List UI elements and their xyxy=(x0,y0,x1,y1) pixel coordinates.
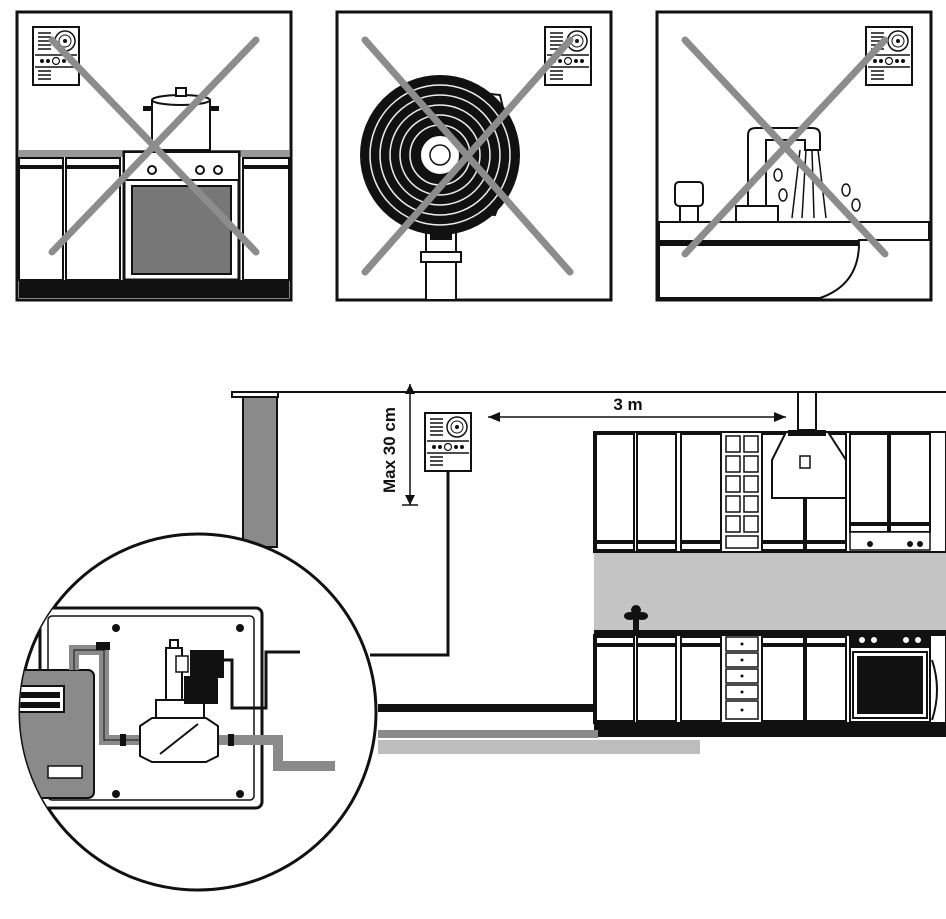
oven-icon xyxy=(849,631,938,723)
range-hood-icon xyxy=(771,391,847,499)
prohibited-cross-icon xyxy=(361,36,574,276)
gas-detector-icon xyxy=(424,412,472,472)
kitchen-scene: Max 30 cm 3 m xyxy=(231,384,946,754)
solenoid-valve-icon xyxy=(139,639,224,763)
height-label: Max 30 cm xyxy=(380,407,399,493)
valve-detail-magnifier xyxy=(18,532,378,892)
kitchen-tap-icon xyxy=(624,605,648,632)
gas-meter-icon xyxy=(20,669,95,799)
panel-fan xyxy=(335,10,613,302)
prohibited-cross-icon xyxy=(681,36,889,258)
distance-label: 3 m xyxy=(613,395,642,414)
panel-sink xyxy=(655,10,933,302)
cooking-pot-icon xyxy=(143,87,219,151)
prohibited-cross-icon xyxy=(48,36,260,256)
electric-fan-icon xyxy=(360,75,520,235)
panel-stove xyxy=(15,10,293,302)
water-tap-icon xyxy=(674,127,861,223)
